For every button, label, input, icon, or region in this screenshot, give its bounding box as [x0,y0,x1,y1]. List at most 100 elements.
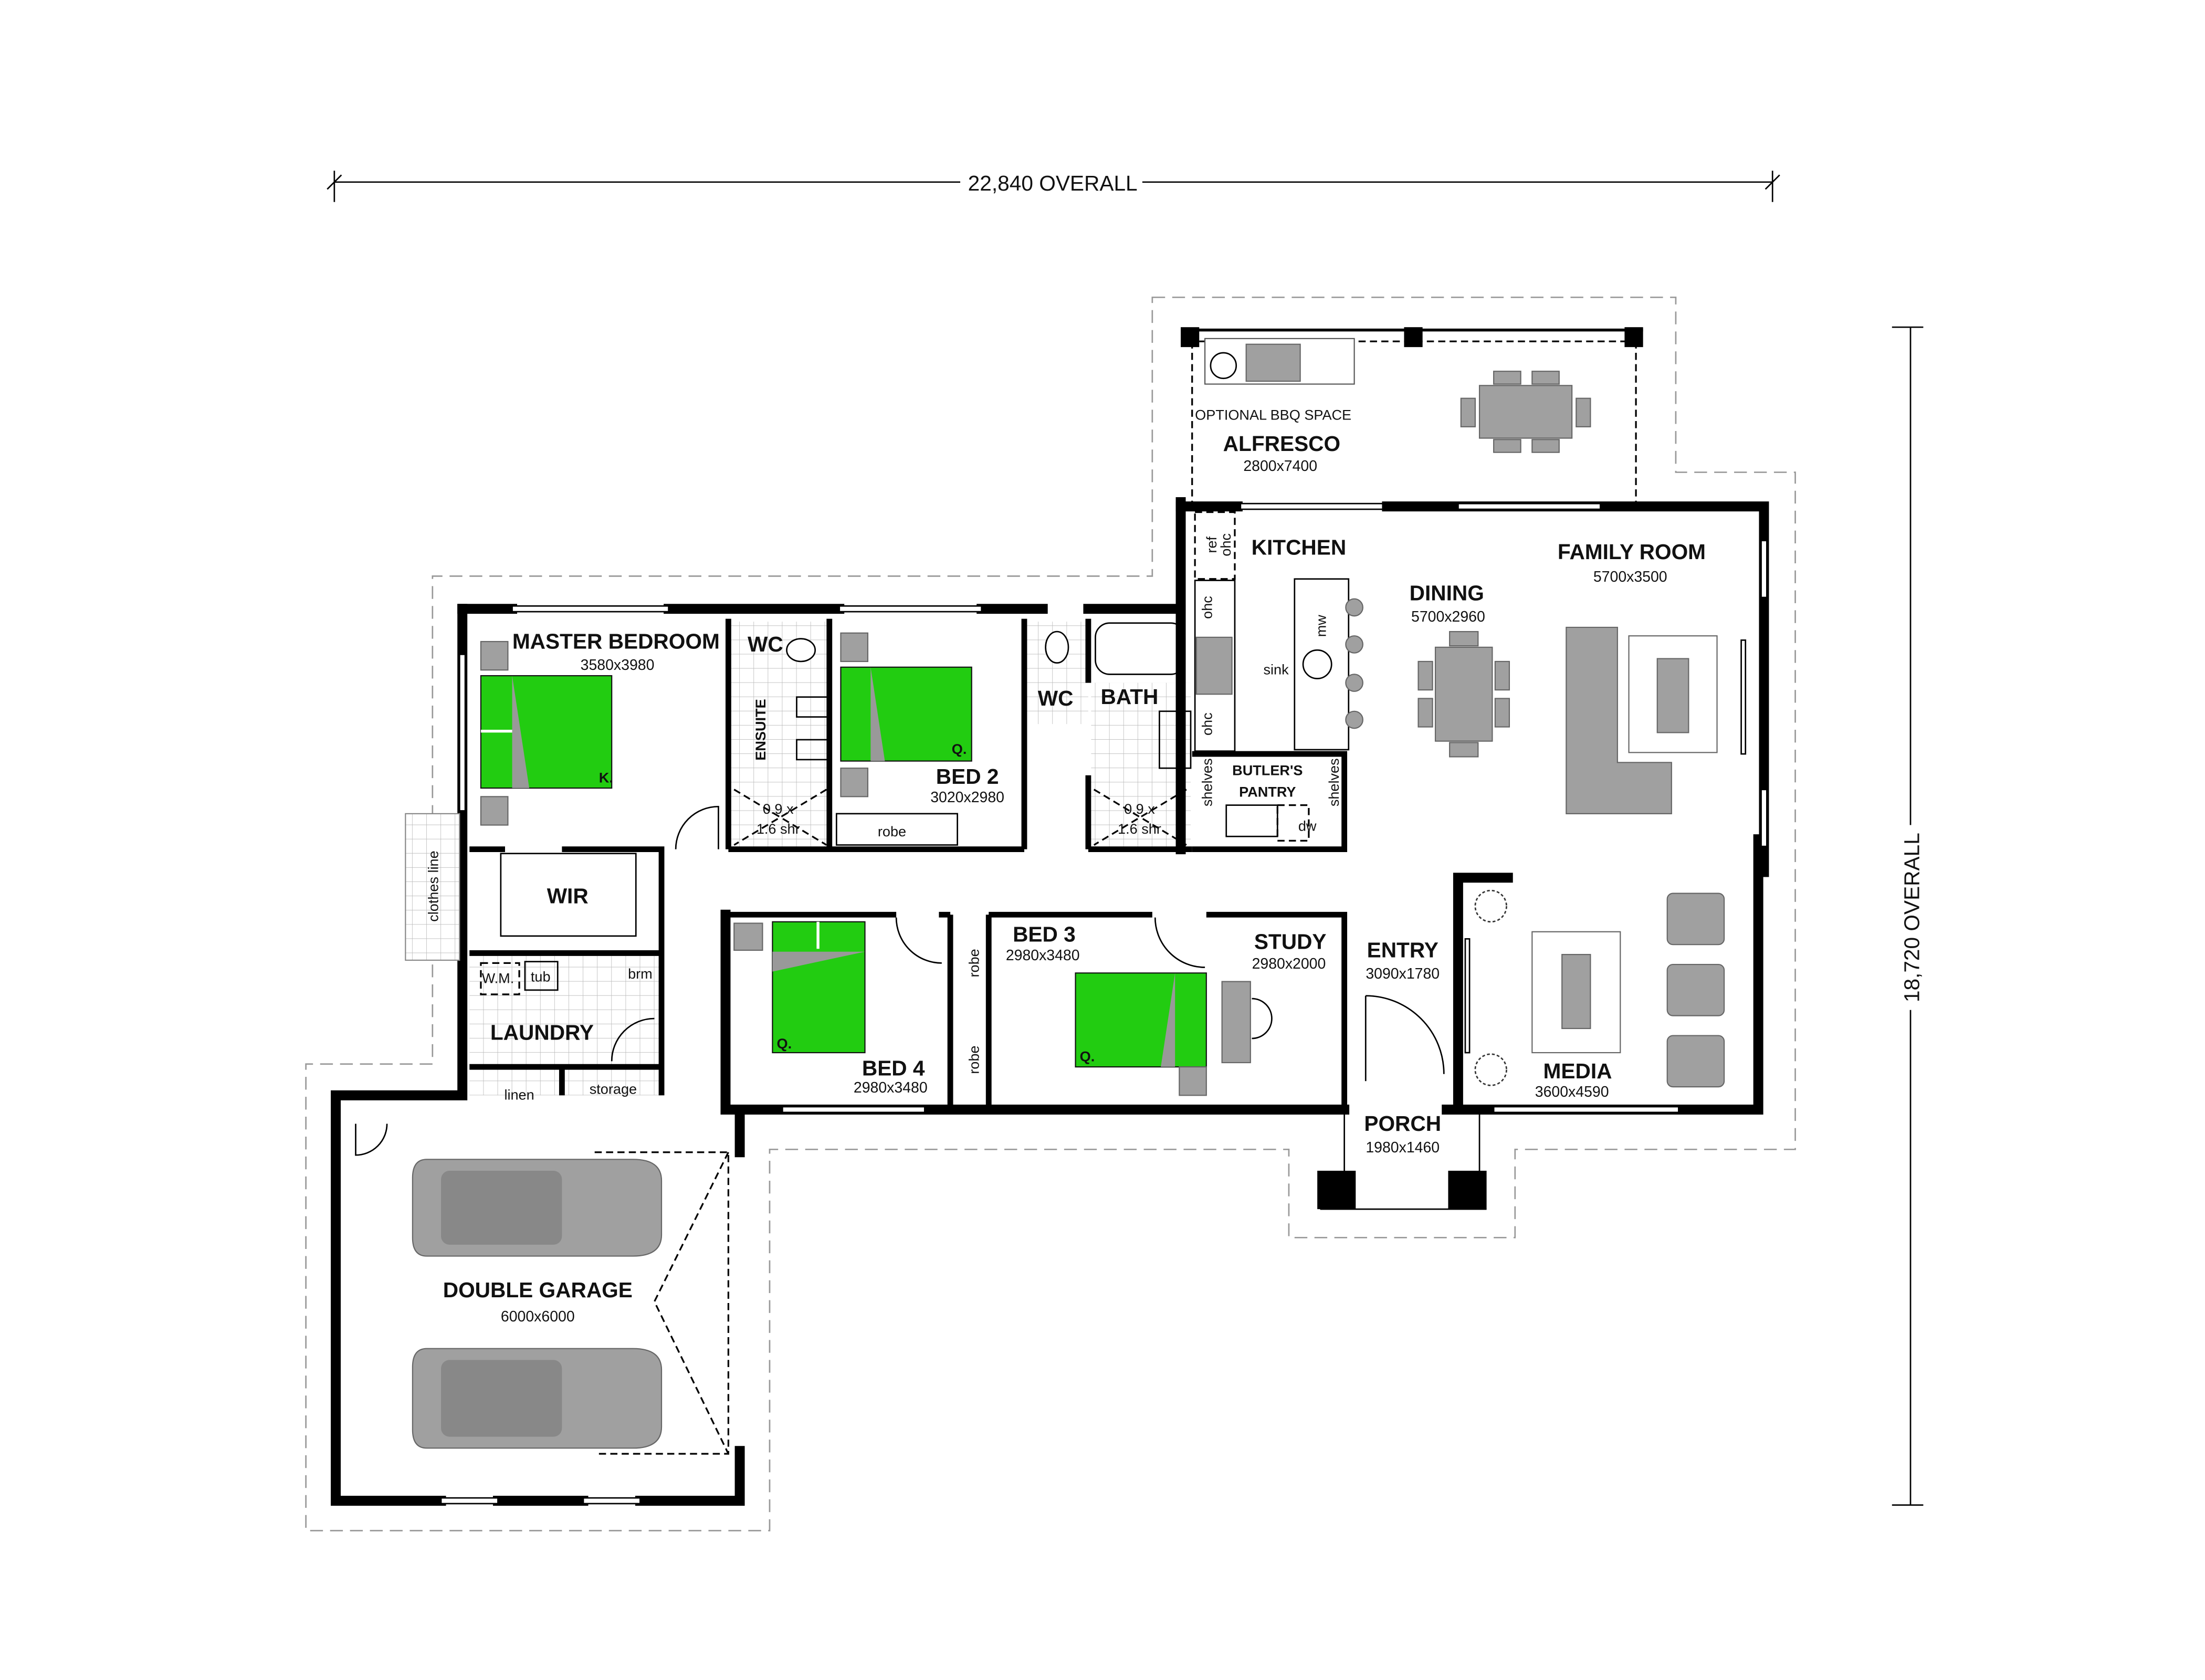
car-icon [412,1348,663,1449]
robe-label: robe [965,1046,982,1074]
robe-label: robe [878,823,906,839]
wir-label: WIR [547,884,589,908]
master-bedroom: K. MASTER BEDROOM 3580x3980 [480,629,720,849]
media-size: 3600x4590 [1535,1084,1609,1100]
tiled-floors [469,622,1191,1096]
butlers-pantry: shelves shelves BUTLER'S PANTRY dw [1199,758,1342,842]
pantry-sink-icon [1225,804,1278,837]
bed-2-label: BED 2 [936,764,999,789]
bath-label: BATH [1101,685,1159,709]
master-bedroom-size: 3580x3980 [581,657,655,674]
robe-label: robe [965,949,982,977]
shower-size: 1.6 shr [1118,821,1161,837]
microwave-label: mw [1312,615,1329,637]
bed-2-size: 3020x2980 [930,789,1004,806]
dining-label: DINING [1410,581,1484,605]
kitchen-island[interactable] [1294,578,1350,751]
garage-size: 6000x6000 [501,1308,575,1325]
bed-4-label: BED 4 [862,1056,925,1080]
ensuite: WC ENSUITE 0.9 x 1.6 shr [733,632,829,846]
alfresco-label: ALFRESCO [1223,432,1340,456]
post [1181,327,1200,348]
shower-size: 0.9 x [1124,801,1155,817]
bed-4-size: 2980x3480 [854,1079,928,1096]
dishwasher-label: dw [1298,817,1317,834]
family-room: FAMILY ROOM 5700x3500 [1558,540,1718,814]
kitchen: ref ohc ohc ohc mw sink KITCHEN [1194,511,1363,752]
ohc-label: ohc [1199,712,1215,736]
porch-label: PORCH [1364,1111,1441,1136]
ohc-label: ohc [1217,533,1234,556]
ensuite-label: ENSUITE [752,699,769,760]
dining: DINING 5700x2960 [1410,581,1510,758]
alfresco-size: 2800x7400 [1243,458,1317,475]
post [1624,327,1643,348]
laundry-label: LAUNDRY [490,1021,594,1045]
dining-size: 5700x2960 [1411,608,1485,625]
family-room-size: 5700x3500 [1593,569,1667,585]
bbq-sink-icon [1210,352,1237,380]
sofa [1566,626,1672,814]
shower-size: 0.9 x [763,801,794,817]
shelves-label: shelves [1199,758,1215,806]
broom-cupboard-label: brm [628,965,653,982]
entry: ENTRY 3090x1780 [1364,938,1445,1082]
entry-size: 3090x1780 [1366,965,1440,982]
bbq-icon [1245,343,1301,382]
windows [440,502,1768,1505]
media-label: MEDIA [1544,1059,1612,1083]
queen-bed [1075,972,1207,1068]
tub-label: tub [531,969,551,985]
porch: PORCH 1980x1460 [1317,1111,1487,1210]
shelves-label: shelves [1326,758,1342,806]
linen-label: linen [504,1086,534,1102]
sink-label: sink [1263,661,1289,677]
family-room-label: FAMILY ROOM [1558,540,1706,564]
kitchen-label: KITCHEN [1252,536,1347,560]
depth-overall-label: 18,720 OVERALL [1899,833,1924,1002]
wir: WIR [500,853,637,937]
desk [1221,981,1251,1064]
ohc-label: ohc [1199,596,1215,619]
car-icon [412,1159,663,1257]
outdoor-table [1478,385,1573,439]
master-bedroom-label: MASTER BEDROOM [512,629,720,654]
garage-label: DOUBLE GARAGE [443,1278,633,1302]
bed-size-label: Q. [777,1035,792,1052]
butlers-label: BUTLER'S [1232,762,1303,779]
dining-table [1434,646,1493,742]
wc-label: WC [1038,686,1074,710]
width-dimension: 22,840 OVERALL [327,171,1780,202]
washing-machine-label: W.M. [482,970,514,986]
cooktop-icon [1195,636,1233,695]
porch-size: 1980x1460 [1366,1139,1440,1156]
double-garage: DOUBLE GARAGE 6000x6000 [355,1124,730,1455]
bbq-space-label: OPTIONAL BBQ SPACE [1195,406,1351,423]
pantry-label: PANTRY [1239,783,1296,800]
bathroom: WC BATH 0.9 x 1.6 shr [1038,622,1192,846]
ref-label: ref [1203,536,1220,553]
bed-3-label: BED 3 [1013,922,1076,947]
bed-size-label: Q. [1080,1048,1095,1064]
clothes-line-label: clothes line [425,850,442,921]
depth-dimension: 18,720 OVERALL [1892,326,1924,1506]
shower-size: 1.6 shr [757,821,800,837]
entry-label: ENTRY [1367,938,1438,962]
alfresco: OPTIONAL BBQ SPACE ALFRESCO 2800x7400 [1181,327,1643,502]
storage-label: storage [590,1081,637,1097]
walls [331,497,1769,1506]
bed-3: Q. robe robe BED 3 2980x3480 [965,917,1207,1096]
study-label: STUDY [1254,929,1327,953]
media-room: MEDIA 3600x4590 [1474,889,1725,1100]
coffee-table [1656,658,1689,733]
bathtub-icon [1095,622,1186,675]
bed-size-label: K. [599,769,613,785]
queen-bed [840,666,972,762]
study-size: 2980x2000 [1252,956,1326,972]
bed-3-size: 2980x3480 [1006,947,1080,964]
plant-icon [1474,889,1507,923]
laundry: W.M. tub brm LAUNDRY linen storage [480,961,655,1102]
post [1404,327,1423,348]
bed-size-label: Q. [952,741,967,757]
